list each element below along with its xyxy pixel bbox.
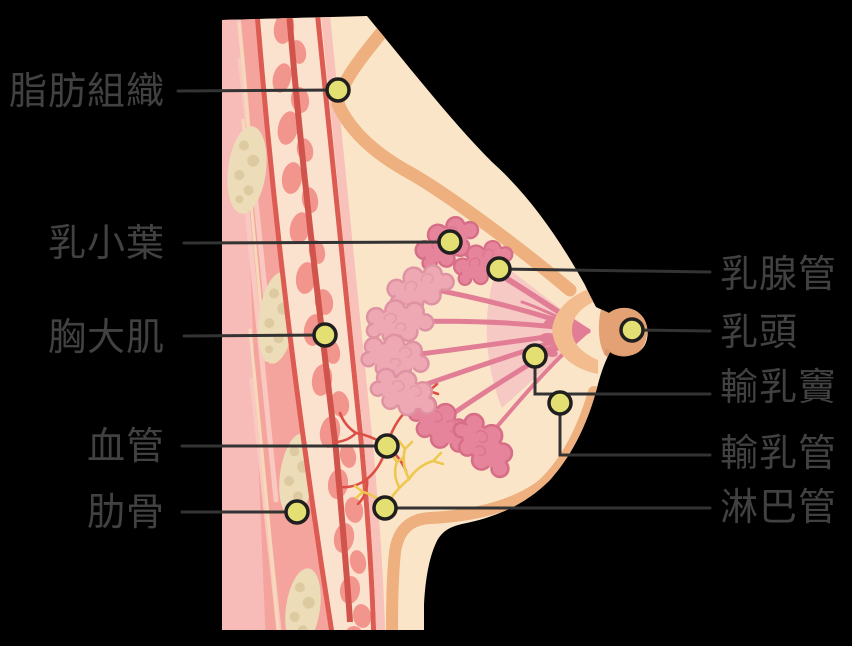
- label-blood-vessel: 血管: [86, 424, 165, 468]
- marker-lymphatic-vessel: [372, 495, 398, 521]
- marker-fat-tissue: [325, 77, 351, 103]
- marker-dots: [284, 77, 645, 525]
- under-breast-crease: [386, 386, 600, 630]
- red-septum-right: [313, 16, 377, 630]
- label-lactiferous-duct: 輸乳管: [720, 431, 838, 475]
- label-nipple: 乳頭: [720, 310, 799, 354]
- callout-lines: [176, 88, 712, 514]
- marker-mammary-lobule: [437, 229, 463, 255]
- duct-fan-highlight: [486, 262, 588, 408]
- marker-mammary-duct: [486, 256, 512, 282]
- upper-skin-crease: [331, 16, 577, 297]
- marker-nipple: [619, 317, 645, 343]
- label-mammary-lobule: 乳小葉: [47, 221, 165, 265]
- marker-rib: [284, 499, 310, 525]
- marker-lactiferous-sinus: [522, 343, 548, 369]
- marker-blood-vessel: [374, 433, 400, 459]
- areola-fan: [552, 286, 598, 374]
- label-rib: 肋骨: [86, 490, 165, 534]
- label-lactiferous-sinus: 輸乳竇: [720, 365, 838, 409]
- label-pectoralis-major: 胸大肌: [47, 315, 165, 359]
- marker-lactiferous-duct: [547, 390, 573, 416]
- red-septum-left: [253, 16, 337, 630]
- marker-pectoralis-major: [312, 322, 338, 348]
- label-fat-tissue: 脂肪組織: [8, 69, 165, 113]
- fascia-septum: [285, 16, 353, 623]
- label-lymphatic-vessel: 淋巴管: [720, 485, 838, 529]
- inner-skin-strip: [319, 16, 386, 630]
- label-mammary-duct: 乳腺管: [720, 252, 838, 296]
- muscle-edge-strip: [222, 16, 266, 630]
- mammary-lobules: [360, 215, 514, 479]
